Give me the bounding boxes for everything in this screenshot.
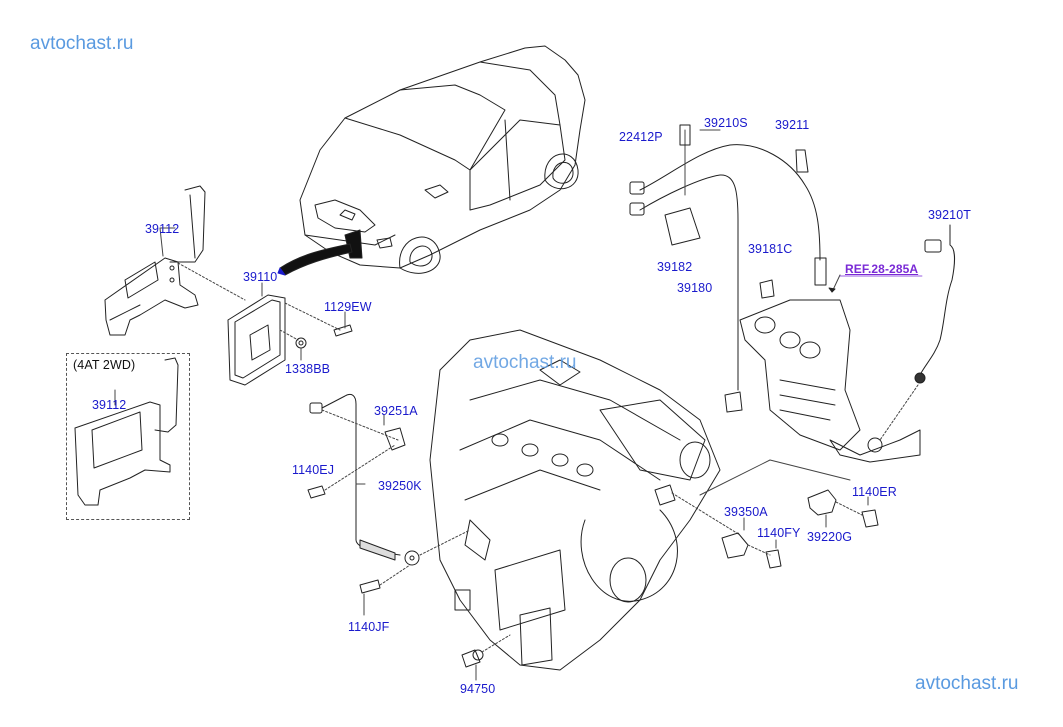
watermark-center: avtochast.ru [473, 352, 577, 373]
part-label-39350a[interactable]: 39350A [724, 505, 768, 519]
part-label-1140fy[interactable]: 1140FY [757, 526, 801, 540]
cam-sensor-39350a [721, 517, 782, 569]
part-label-1129ew[interactable]: 1129EW [324, 300, 372, 314]
part-label-39250k[interactable]: 39250K [378, 479, 422, 493]
bracket-39112-upper [104, 185, 246, 336]
knock-sensor-harness [307, 393, 471, 616]
rear-o2-sensor-39210t [879, 224, 955, 441]
part-label-39182[interactable]: 39182 [657, 260, 693, 274]
ref-link-28-285a[interactable]: REF.28-285A [845, 262, 919, 276]
part-label-39110[interactable]: 39110 [243, 270, 278, 284]
part-label-39220g[interactable]: 39220G [807, 530, 853, 544]
part-label-1140ej[interactable]: 1140EJ [292, 463, 335, 477]
variant-box-title: (4AT 2WD) [73, 358, 136, 372]
car-illustration [277, 45, 586, 276]
part-label-1140jf[interactable]: 1140JF [348, 620, 390, 634]
part-label-39181c[interactable]: 39181C [748, 242, 793, 256]
part-label-39112-variant[interactable]: 39112 [92, 398, 127, 412]
part-label-1140er[interactable]: 1140ER [852, 485, 897, 499]
part-label-1338bb[interactable]: 1338BB [285, 362, 331, 376]
part-label-39112[interactable]: 39112 [145, 222, 180, 236]
o2-harness-39210s [629, 124, 827, 413]
part-label-39211[interactable]: 39211 [775, 118, 810, 132]
part-label-22412p[interactable]: 22412P [619, 130, 663, 144]
part-label-39180[interactable]: 39180 [677, 281, 713, 295]
watermark-top-left[interactable]: avtochast.ru [30, 33, 134, 54]
part-label-94750[interactable]: 94750 [460, 682, 496, 696]
part-label-39251a[interactable]: 39251A [374, 404, 418, 418]
oil-pressure-switch-94750 [461, 634, 511, 681]
variant-box-4at-2wd [66, 353, 190, 520]
part-label-39210t[interactable]: 39210T [928, 208, 971, 222]
bracket-39112-variant [74, 357, 179, 506]
crank-sensor-39220g [807, 489, 879, 528]
watermark-bottom-right[interactable]: avtochast.ru [915, 673, 1019, 694]
engine-block [429, 329, 851, 671]
part-label-39210s[interactable]: 39210S [704, 116, 748, 130]
ecu-39110 [227, 282, 353, 386]
catalytic-converter [739, 274, 921, 463]
